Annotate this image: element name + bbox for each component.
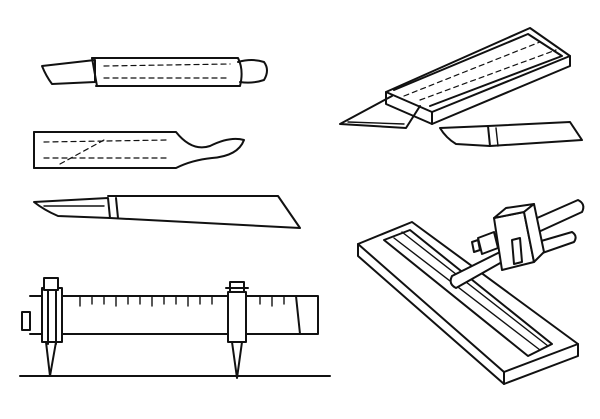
loose-knife-blade — [439, 125, 491, 147]
gauge-top-rod — [527, 199, 585, 235]
guide-rail-groove — [393, 237, 541, 351]
gauge-slot — [511, 237, 523, 265]
long-knife-handle — [107, 195, 301, 229]
gauge-thumbscrew — [477, 231, 499, 255]
guide-rail-groove-2 — [401, 231, 549, 347]
gauge-block-side — [523, 203, 545, 263]
long-knife-tip — [33, 197, 111, 219]
ruler-end-knob — [21, 311, 31, 331]
left-trammel-body — [41, 287, 63, 343]
long-blade-knife — [33, 195, 301, 229]
loose-knife-ferrule — [495, 127, 499, 147]
ruler-ticks — [79, 295, 285, 307]
spatula-dash-diagonal — [59, 139, 105, 165]
right-trammel-body — [227, 291, 247, 343]
case-top — [385, 27, 571, 113]
case-dash-inner — [419, 49, 557, 101]
knife-handle-wrap — [91, 57, 243, 87]
spatula-dash-top — [43, 139, 169, 143]
left-trammel-screw — [43, 277, 59, 291]
case-dash-long — [403, 41, 541, 97]
left-trammel-point — [45, 341, 57, 377]
knife-blade — [41, 59, 96, 85]
ruler-break — [295, 295, 301, 335]
knife-in-case — [339, 27, 583, 147]
right-trammel-point — [231, 341, 243, 379]
marking-gauge-guide — [357, 199, 585, 385]
guide-board-side — [357, 243, 579, 385]
case-knife-edge — [347, 121, 405, 125]
case-inner-rim — [393, 33, 563, 107]
spatula-body — [33, 131, 245, 169]
handle-edge — [91, 57, 98, 87]
guide-rail — [383, 229, 553, 357]
gauge-thumbscrew-tip — [471, 239, 481, 253]
handle-end-cap — [237, 59, 268, 84]
wrap-stitch-top — [103, 63, 231, 67]
loose-knife-handle — [487, 121, 583, 147]
long-knife-ferrule — [115, 197, 119, 219]
beam-compass-rule — [19, 277, 331, 379]
spatula-knife — [33, 131, 245, 169]
case-knife-blade — [339, 95, 421, 129]
ruler-beam — [29, 295, 319, 335]
wrapped-handle-knife — [41, 57, 268, 87]
